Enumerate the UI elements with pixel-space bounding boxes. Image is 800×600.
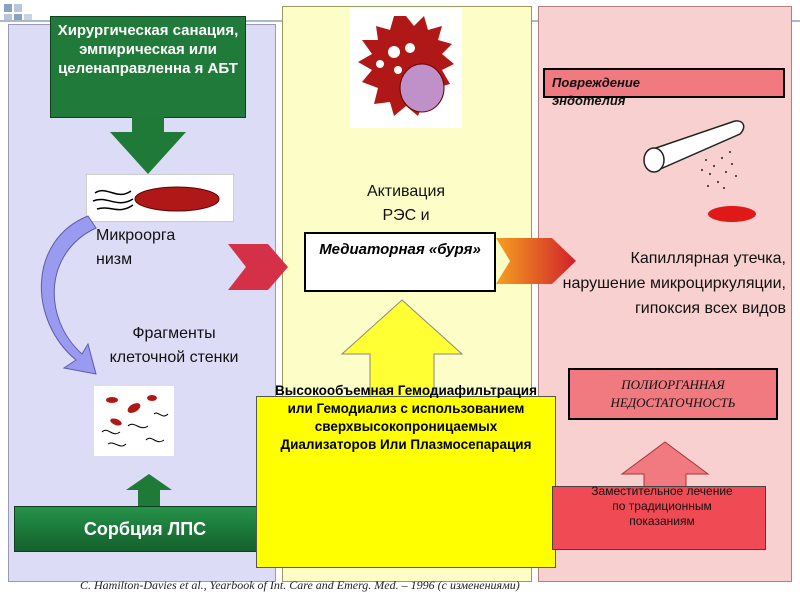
bacterium-image (86, 174, 234, 222)
lps-sorption-box: Сорбция ЛПС (14, 506, 276, 552)
lps-sorption-text: Сорбция ЛПС (83, 519, 207, 539)
fragments-image (94, 386, 174, 456)
citation-text: C. Hamilton-Davies et al., Yearbook of I… (80, 578, 520, 592)
mediator-storm-text: Медиаторная «буря» (319, 241, 481, 258)
replacement-therapy-box (552, 486, 766, 550)
microorganism-label: Микроорга низм (96, 227, 176, 268)
organ-failure-text: ПОЛИОРГАННАЯ НЕДОСТАТОЧНОСТЬ (610, 377, 736, 410)
organ-failure-box: ПОЛИОРГАННАЯ НЕДОСТАТОЧНОСТЬ (568, 368, 778, 420)
hemodiafiltration-box (256, 396, 556, 568)
chevron-arrow-right (496, 238, 576, 284)
capillary-leak-text: Капиллярная утечка, нарушение микроцирку… (562, 250, 786, 317)
endothelium-damage-text: Повреждение эндотелия (552, 75, 641, 108)
surgery-box-text: Хирургическая санация, эмпирическая или … (57, 22, 239, 77)
mediator-storm-box: Медиаторная «буря» (304, 232, 496, 292)
lps-up-arrow (126, 474, 172, 508)
capillary-image (643, 120, 756, 222)
hemodiafiltration-text: Высокообъемная Гемодиафильтрация или Гем… (275, 383, 537, 452)
res-cell-image (350, 8, 462, 128)
fragments-label: Фрагменты клеточной стенки (109, 325, 239, 366)
red-up-arrow (620, 441, 710, 490)
res-activation-label: Активация РЭС и (366, 183, 446, 224)
chevron-arrow-left (228, 244, 288, 290)
curved-arrow (40, 215, 97, 375)
endothelium-damage-box (543, 68, 785, 98)
surgery-down-arrow (110, 116, 186, 174)
replacement-therapy-text: Заместительное лечение по традиционным п… (591, 484, 733, 528)
surgery-box: Хирургическая санация, эмпирическая или … (50, 16, 246, 118)
